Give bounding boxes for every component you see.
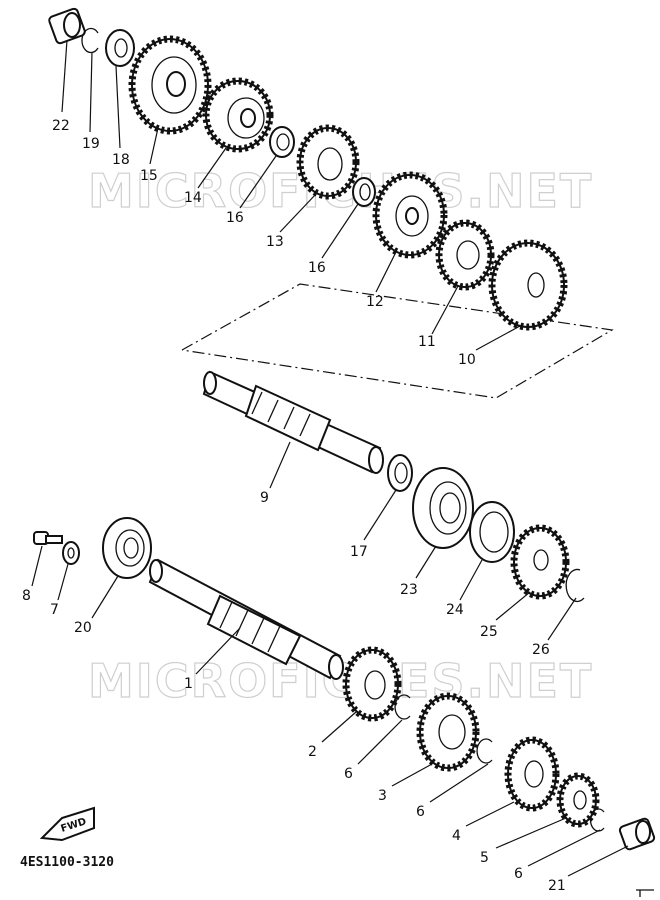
part-16a-washer <box>269 126 295 158</box>
part-26-circlip <box>565 568 585 603</box>
callout-10: 10 <box>458 352 476 368</box>
callout-15: 15 <box>140 168 158 184</box>
part-4-gear <box>504 736 560 812</box>
part-5-gear <box>556 772 600 828</box>
part-21-collar <box>618 817 656 851</box>
part-8-bolt <box>33 531 63 545</box>
part-3-gear <box>416 692 480 772</box>
part-1-main-axle <box>148 558 344 680</box>
part-16b-washer <box>352 177 376 207</box>
callout-6a: 6 <box>344 766 353 782</box>
callout-20: 20 <box>74 620 92 636</box>
part-9-drive-axle <box>202 370 384 474</box>
callout-3: 3 <box>378 788 387 804</box>
callout-12: 12 <box>366 294 384 310</box>
part-25-sprocket <box>510 524 570 600</box>
callout-25: 25 <box>480 624 498 640</box>
callout-24: 24 <box>446 602 464 618</box>
callout-19: 19 <box>82 136 100 152</box>
callout-13: 13 <box>266 234 284 250</box>
part-2-gear <box>342 646 402 722</box>
corner-mark <box>636 889 654 897</box>
callout-7: 7 <box>50 602 59 618</box>
fwd-arrow-icon: FWD <box>39 806 95 842</box>
callout-16b: 16 <box>308 260 326 276</box>
callout-17: 17 <box>350 544 368 560</box>
part-22-needle-bearing <box>48 7 86 45</box>
callout-18: 18 <box>112 152 130 168</box>
callout-22: 22 <box>52 118 70 134</box>
part-10-gear <box>488 239 568 331</box>
callout-labels: 22 19 18 15 14 16 13 16 12 11 10 9 17 23… <box>22 118 566 894</box>
callout-16a: 16 <box>226 210 244 226</box>
part-11-gear <box>435 219 495 291</box>
part-12-gear <box>372 171 448 259</box>
part-23-bearing <box>412 467 474 549</box>
callout-5: 5 <box>480 850 489 866</box>
callout-8: 8 <box>22 588 31 604</box>
part-6a-circlip <box>394 694 411 720</box>
part-6b-circlip <box>476 738 493 764</box>
part-24-oil-seal <box>469 501 515 563</box>
part-13-gear <box>296 124 360 200</box>
part-15-gear <box>128 35 212 135</box>
part-17-washer <box>387 454 413 492</box>
callout-26: 26 <box>532 642 550 658</box>
callout-14: 14 <box>184 190 202 206</box>
part-19-circlip <box>81 27 99 54</box>
assembly-bracket <box>181 283 614 399</box>
part-20-bearing <box>102 517 152 579</box>
callout-4: 4 <box>452 828 461 844</box>
callout-9: 9 <box>260 490 269 506</box>
callout-2: 2 <box>308 744 317 760</box>
callout-6c: 6 <box>514 866 523 882</box>
callout-1: 1 <box>184 676 193 692</box>
part-14-gear <box>202 77 274 153</box>
callout-11: 11 <box>418 334 436 350</box>
callout-21: 21 <box>548 878 566 894</box>
leader-lines <box>31 39 629 877</box>
part-7-washer <box>62 541 80 565</box>
callout-23: 23 <box>400 582 418 598</box>
callout-6b: 6 <box>416 804 425 820</box>
diagram-code: 4ES1100-3120 <box>20 855 114 870</box>
part-18-washer <box>105 29 135 67</box>
